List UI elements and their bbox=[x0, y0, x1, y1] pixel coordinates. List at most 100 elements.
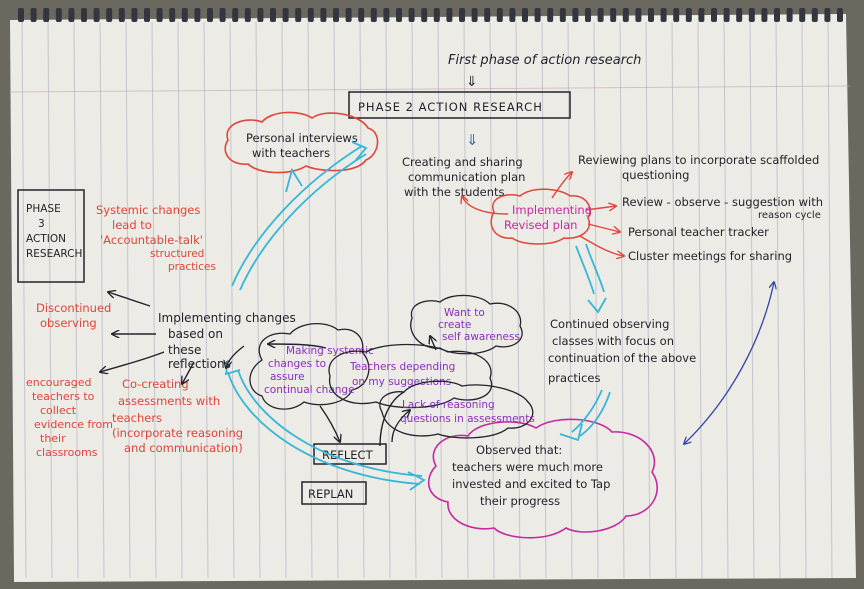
spiral-ring bbox=[106, 8, 113, 22]
svg-text:Cluster meetings for sharing: Cluster meetings for sharing bbox=[628, 249, 792, 263]
spiral-ring bbox=[181, 8, 188, 22]
svg-text:Observed that: teachers: Observed that: teachers were much more i… bbox=[452, 443, 614, 508]
spiral-ring bbox=[547, 8, 554, 22]
spiral-ring bbox=[370, 8, 377, 22]
page-rule-line bbox=[333, 21, 339, 579]
spiral-ring bbox=[711, 8, 717, 22]
page-rule-line bbox=[671, 21, 677, 579]
spiral-ring bbox=[421, 8, 428, 22]
page-rule-line bbox=[177, 21, 183, 579]
svg-text:Implementing Revised pla: Implementing Revised plan bbox=[504, 203, 596, 232]
svg-text:Review - observe - suggestion: Review - observe - suggestion with reaso… bbox=[622, 195, 827, 221]
page-rule-line bbox=[827, 21, 833, 579]
continued-observing-text: Continued observing classes with focus o… bbox=[548, 317, 700, 385]
spiral-ring bbox=[648, 8, 654, 22]
spiral-ring bbox=[18, 8, 24, 22]
page-rule-line bbox=[229, 21, 235, 579]
spiral-ring bbox=[320, 8, 327, 22]
svg-text:Making systemic changes: Making systemic changes to assure contin… bbox=[264, 345, 377, 396]
spiral-ring bbox=[610, 8, 617, 22]
spiral-ring bbox=[30, 8, 37, 22]
page-rule-line bbox=[801, 21, 807, 579]
page-rule-line bbox=[619, 21, 625, 579]
spiral-ring bbox=[144, 8, 150, 22]
spiral-ring bbox=[396, 8, 402, 22]
spiral-ring bbox=[761, 8, 768, 22]
first-phase-label: First phase of action research bbox=[448, 53, 641, 68]
want-to-create-cloud: Want to create self awareness bbox=[410, 294, 523, 355]
spiral-ring bbox=[559, 8, 566, 22]
notebook-page bbox=[9, 8, 856, 582]
down-double-arrow-icon: ⇓ bbox=[466, 74, 478, 90]
spiral-ring bbox=[635, 8, 642, 22]
creating-sharing-plan-text: Creating and sharing communication plan … bbox=[402, 155, 529, 199]
spiral-ring bbox=[55, 8, 62, 22]
page-rule-line bbox=[99, 21, 105, 579]
spiral-ring bbox=[333, 8, 339, 22]
spiral-ring bbox=[837, 8, 843, 22]
spiral-ring bbox=[471, 8, 478, 22]
spiral-ring bbox=[459, 8, 465, 22]
spiral-ring bbox=[194, 8, 201, 22]
implementing-changes-text: Implementing changes based on these refl… bbox=[158, 311, 300, 371]
discontinued-observing-text: Discontinued observing bbox=[36, 301, 115, 330]
page-rule-line bbox=[255, 21, 261, 579]
spiral-ring bbox=[484, 8, 491, 22]
right-practices-list: Reviewing plans to incorporate scaffolde… bbox=[578, 153, 827, 263]
svg-text:REFLECT: REFLECT bbox=[322, 448, 374, 462]
blue-double-arrow bbox=[684, 282, 774, 444]
spiral-ring bbox=[496, 8, 503, 22]
page-rule-line bbox=[489, 21, 495, 579]
spiral-ring bbox=[257, 8, 264, 22]
svg-text:Want to create sel: Want to create self awareness bbox=[438, 307, 520, 343]
spiral-ring bbox=[748, 8, 755, 22]
page-rule-line bbox=[541, 21, 547, 579]
spiral-ring bbox=[295, 8, 302, 22]
spiral-ring bbox=[383, 8, 390, 22]
page-rule-line bbox=[775, 21, 781, 579]
personal-interviews-cloud: Personal interviews with teachers bbox=[224, 111, 379, 174]
page-rule-line bbox=[73, 21, 79, 579]
teachers-depending-cloud: Teachers depending on my suggestions bbox=[328, 343, 493, 409]
spiral-ring bbox=[81, 8, 87, 22]
spiral-ring bbox=[270, 8, 276, 22]
spiral-ring bbox=[169, 8, 176, 22]
page-rule-line bbox=[385, 21, 391, 579]
making-systemic-changes-cloud: Making systemic changes to assure contin… bbox=[249, 323, 377, 410]
spiral-ring bbox=[786, 8, 793, 22]
svg-text:Teachers depending on my: Teachers depending on my suggestions bbox=[349, 361, 459, 388]
phase2-title: PHASE 2 ACTION RESEARCH bbox=[358, 100, 543, 114]
page-rule-line bbox=[203, 21, 209, 579]
spiral-ring bbox=[824, 8, 831, 22]
spiral-ring bbox=[93, 8, 100, 22]
systemic-changes-text: Systemic changes lead to 'Accountable-ta… bbox=[96, 203, 216, 273]
spiral-ring bbox=[622, 8, 629, 22]
page-rule-line bbox=[359, 21, 365, 579]
spiral-ring bbox=[811, 8, 818, 22]
spiral-ring bbox=[685, 8, 692, 22]
svg-text:Personal teacher tracker: Personal teacher tracker bbox=[628, 225, 769, 239]
page-rule-line bbox=[567, 21, 573, 579]
page-rule-line bbox=[281, 21, 287, 579]
spiral-ring bbox=[219, 8, 226, 22]
co-creating-assessments-text: Co-creating assessments with teachers (i… bbox=[112, 377, 247, 455]
page-rule-line bbox=[593, 21, 599, 579]
page-rule-line bbox=[463, 21, 469, 579]
phase2-box bbox=[348, 91, 571, 119]
reflect-box: REFLECT bbox=[313, 443, 387, 465]
spiral-ring bbox=[774, 8, 780, 22]
phase3-label: PHASE 3 ACTION RESEARCH bbox=[26, 203, 82, 260]
spiral-ring bbox=[446, 8, 453, 22]
svg-text:Lack of reasoning questi: Lack of reasoning questions in assessmen… bbox=[400, 399, 535, 425]
header: First phase of action research ⇓ PHASE 2… bbox=[348, 53, 641, 149]
spiral-ring bbox=[572, 8, 579, 22]
red-arrows bbox=[462, 172, 624, 256]
page-rule-line bbox=[437, 21, 443, 579]
observed-that-cloud: Observed that: teachers were much more i… bbox=[427, 418, 658, 539]
spiral-ring bbox=[244, 8, 251, 22]
page-rule-line bbox=[151, 21, 157, 579]
spiral-ring bbox=[698, 8, 705, 22]
spiral-ring bbox=[118, 8, 125, 22]
replan-box: REPLAN bbox=[301, 481, 367, 505]
